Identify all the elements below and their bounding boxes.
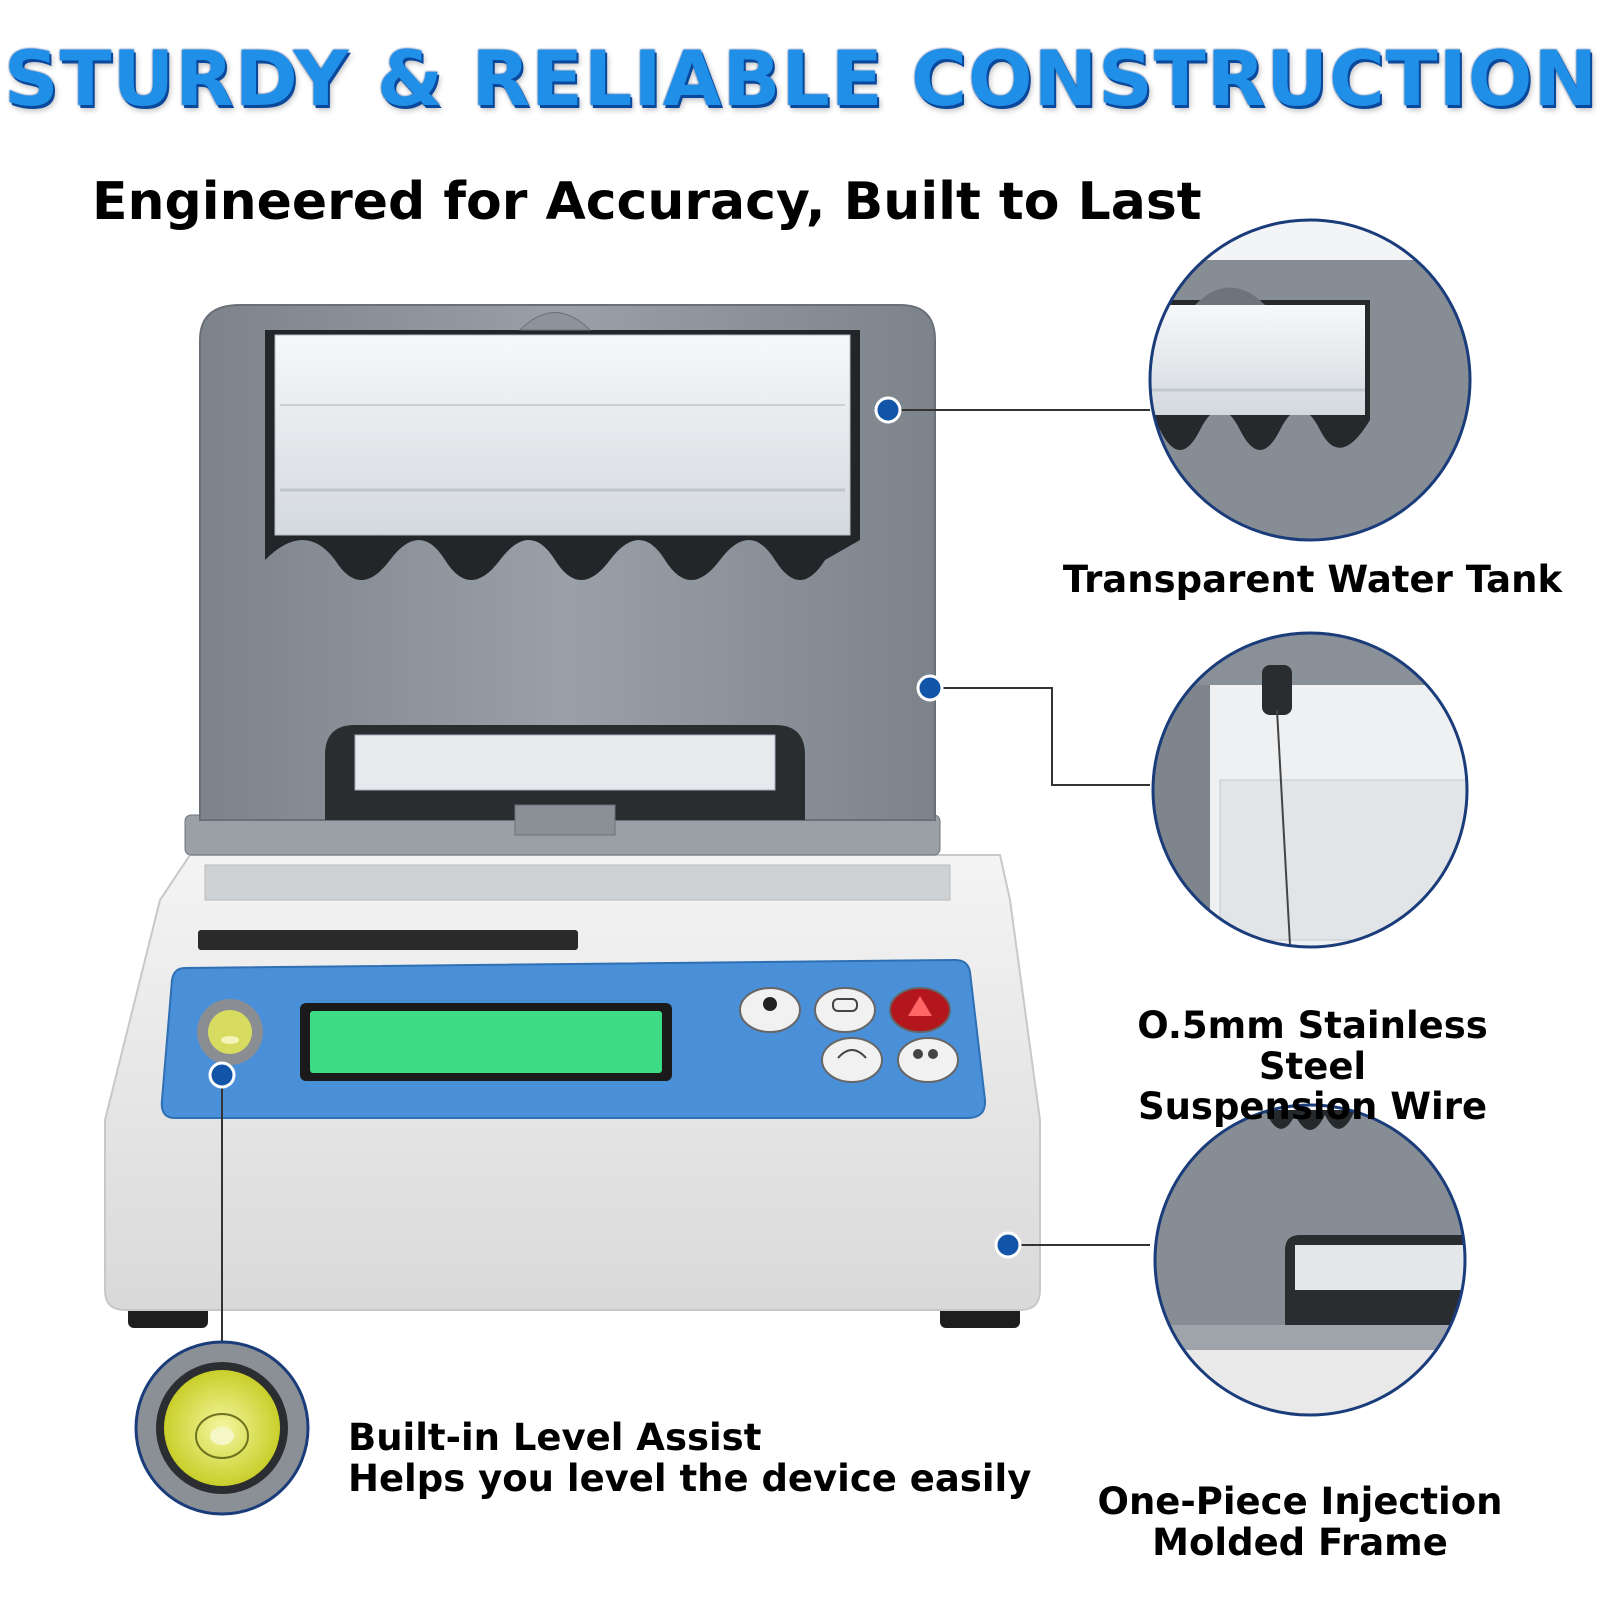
memory-icon [832,998,858,1012]
calibrate-icon [837,1049,867,1059]
zoom-circle-tank [1148,218,1472,542]
callout-label-tank: Transparent Water Tank [1055,558,1570,601]
lcd-display [310,1011,662,1073]
tare-icon [908,996,932,1016]
callout-level-line1: Built-in Level Assist [348,1416,762,1459]
control-panel [160,958,987,1119]
grey-housing [184,304,941,856]
zoom-circle-level [134,1340,310,1516]
water-tank-glass [274,334,851,536]
callout-label-level: Built-in Level Assist Helps you level th… [348,1416,1032,1500]
callout-label-wire: O.5mm Stainless Steel Suspension Wire [1095,1004,1530,1129]
callout-label-frame: One-Piece Injection Molded Frame [1090,1480,1510,1564]
calibrate-button[interactable] [821,1037,883,1083]
callout-dot-level [208,1061,236,1089]
record-icon [763,997,777,1011]
callout-tank-text: Transparent Water Tank [1062,558,1563,601]
callout-wire-line1: O.5mm Stainless Steel [1137,1004,1488,1088]
subheadline: Engineered for Accuracy, Built to Last [92,172,1202,232]
callout-frame-line1: One-Piece Injection [1097,1480,1503,1523]
keypad[interactable] [739,987,959,1083]
mode-icon [913,1049,923,1059]
callout-dot-wire [916,674,944,702]
zoom-circle-wire [1151,631,1469,949]
callout-wire-line2: Suspension Wire [1137,1085,1488,1129]
callout-frame-line2: Molded Frame [1152,1520,1448,1564]
callout-dot-frame [994,1231,1022,1259]
bubble-icon [210,1427,234,1445]
headline: STURDY & RELIABLE CONSTRUCTION [3,34,1599,123]
callout-connectors [208,396,1150,1342]
callout-dot-tank [874,396,902,424]
callout-level-line2: Helps you level the device easily [348,1456,1032,1500]
mode-button[interactable] [897,1037,959,1083]
zoom-circle-frame [1153,1103,1467,1417]
